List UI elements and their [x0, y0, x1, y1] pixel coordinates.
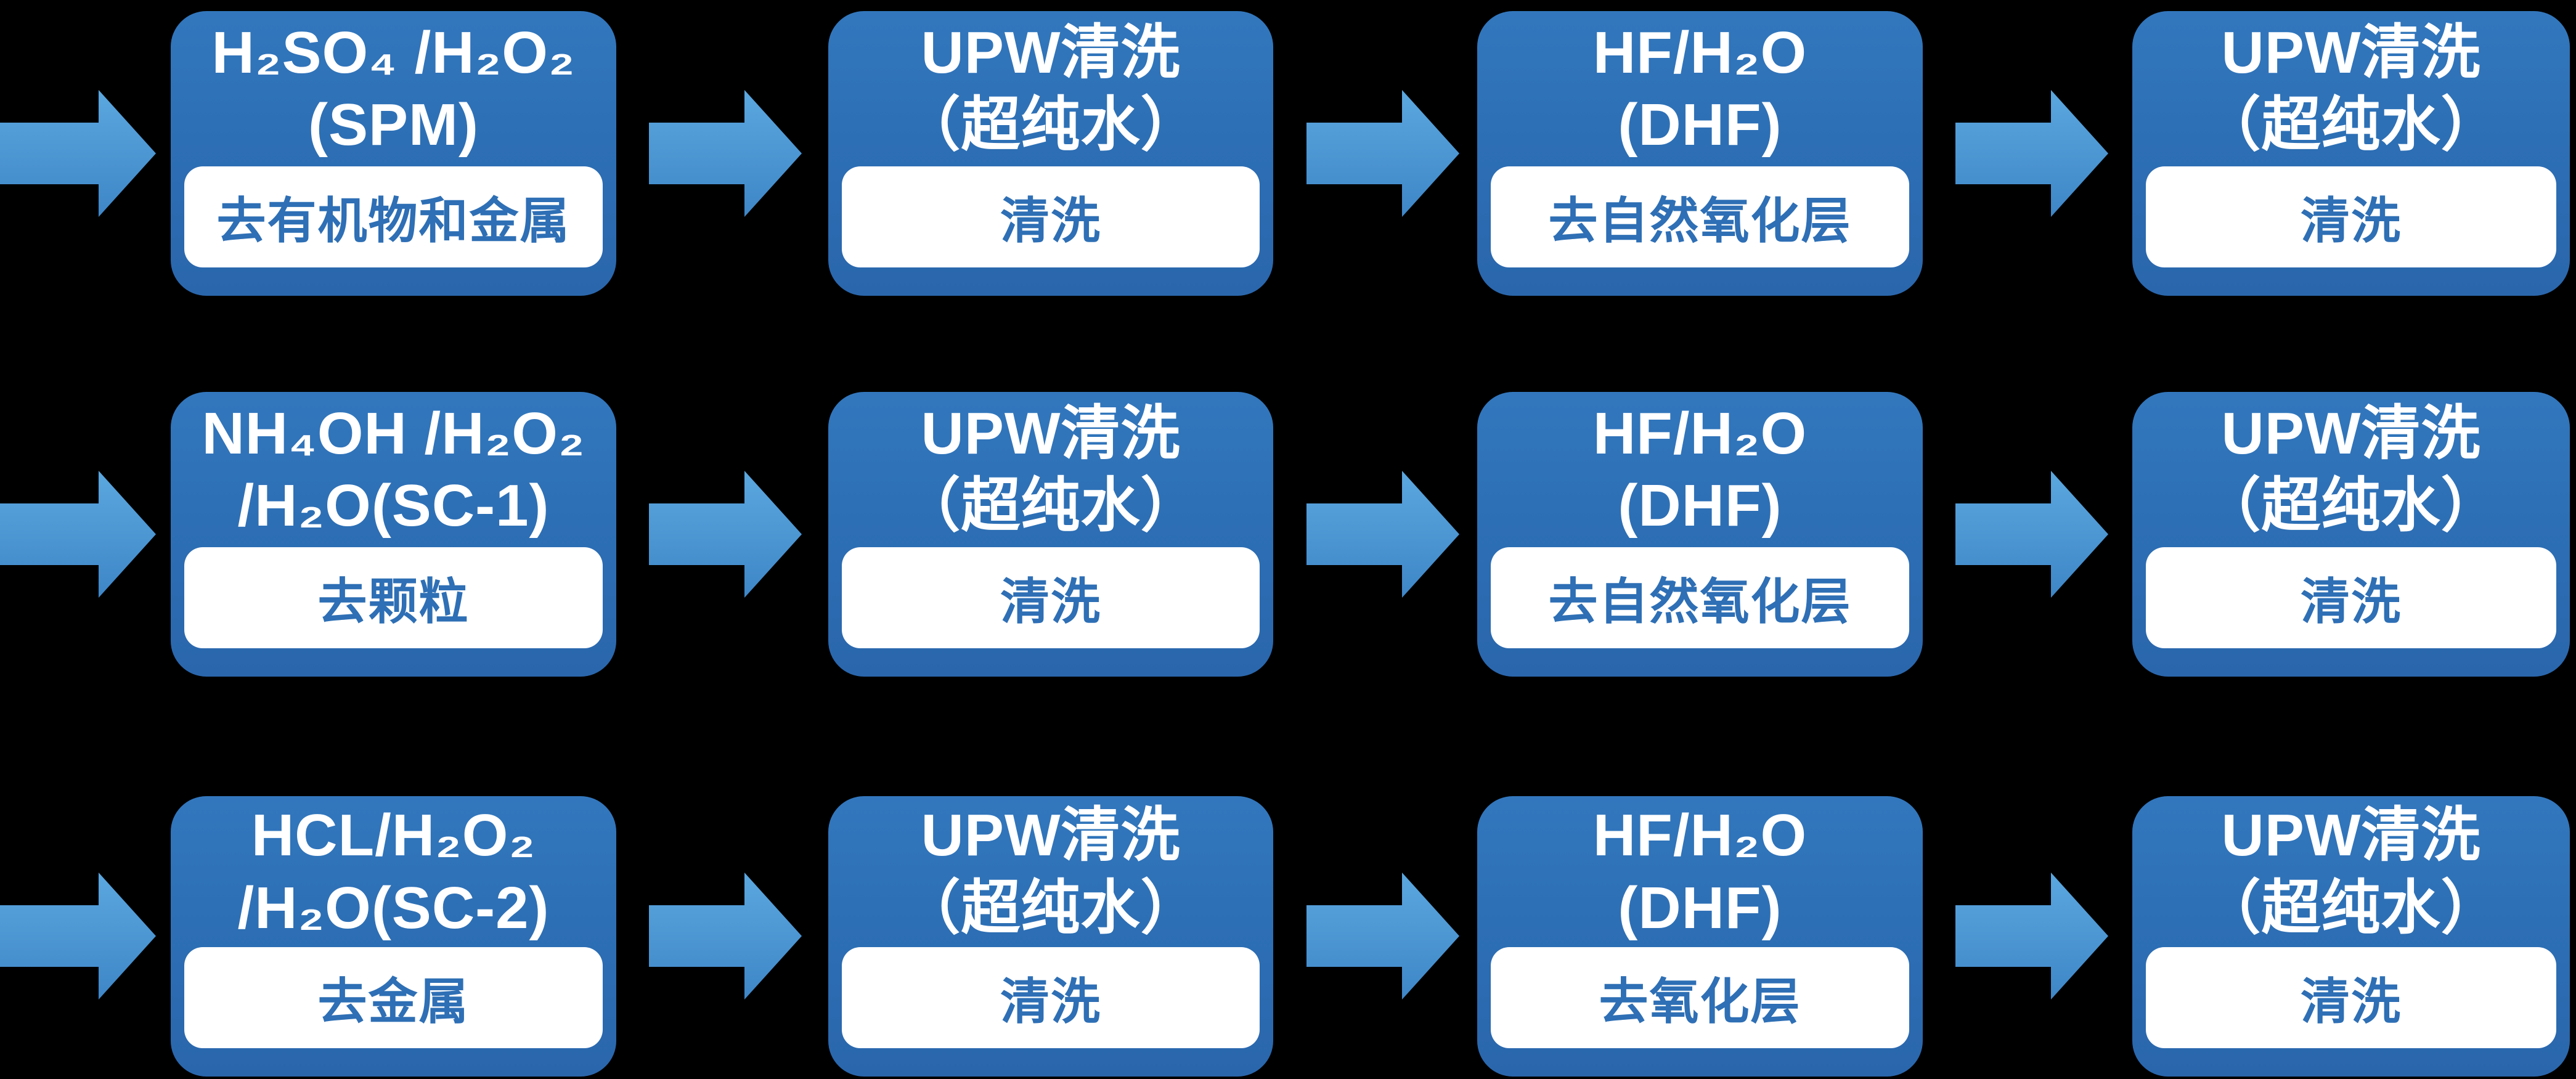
- arrow-right-icon: [649, 471, 802, 598]
- process-title: UPW清洗 （超纯水）: [2201, 802, 2501, 941]
- arrow-right-icon: [1306, 873, 1459, 1000]
- arrow-right-icon: [1955, 873, 2108, 1000]
- process-action-label: 去自然氧化层: [1491, 547, 1909, 648]
- process-title: UPW清洗 （超纯水）: [901, 802, 1200, 941]
- process-title: HF/H₂O (DHF): [1592, 19, 1808, 158]
- process-box-dhf: HF/H₂O (DHF) 去氧化层: [1477, 796, 1923, 1077]
- arrow-right-icon: [0, 873, 156, 1000]
- process-action-label: 去氧化层: [1491, 947, 1909, 1048]
- process-box-dhf: HF/H₂O (DHF) 去自然氧化层: [1477, 11, 1923, 296]
- process-action-label: 清洗: [2146, 947, 2556, 1048]
- process-action-label: 清洗: [842, 166, 1260, 267]
- process-box-upw-rinse: UPW清洗 （超纯水） 清洗: [2132, 392, 2570, 677]
- process-action-label: 清洗: [2146, 547, 2556, 648]
- process-action-label: 清洗: [842, 547, 1260, 648]
- arrow-right-icon: [0, 90, 156, 217]
- process-action-label: 去有机物和金属: [184, 166, 603, 267]
- process-title: HCL/H₂O₂ /H₂O(SC-2): [237, 802, 550, 941]
- process-title: UPW清洗 （超纯水）: [901, 400, 1200, 539]
- arrow-right-icon: [1306, 471, 1459, 598]
- process-title: UPW清洗 （超纯水）: [901, 19, 1200, 158]
- process-box-upw-rinse: UPW清洗 （超纯水） 清洗: [828, 11, 1273, 296]
- process-action-label: 去金属: [184, 947, 603, 1048]
- process-title: NH₄OH /H₂O₂ /H₂O(SC-1): [202, 400, 585, 539]
- process-box-dhf: HF/H₂O (DHF) 去自然氧化层: [1477, 392, 1923, 677]
- process-box-sc1: NH₄OH /H₂O₂ /H₂O(SC-1) 去颗粒: [171, 392, 616, 677]
- arrow-right-icon: [649, 90, 802, 217]
- process-title: HF/H₂O (DHF): [1592, 400, 1808, 539]
- arrow-right-icon: [0, 471, 156, 598]
- process-box-upw-rinse: UPW清洗 （超纯水） 清洗: [828, 392, 1273, 677]
- process-box-spm: H₂SO₄ /H₂O₂ (SPM) 去有机物和金属: [171, 11, 616, 296]
- arrow-right-icon: [1955, 471, 2108, 598]
- process-title: UPW清洗 （超纯水）: [2201, 19, 2501, 158]
- arrow-right-icon: [1955, 90, 2108, 217]
- process-box-upw-rinse: UPW清洗 （超纯水） 清洗: [2132, 796, 2570, 1077]
- process-title: UPW清洗 （超纯水）: [2201, 400, 2501, 539]
- process-action-label: 去自然氧化层: [1491, 166, 1909, 267]
- process-box-upw-rinse: UPW清洗 （超纯水） 清洗: [828, 796, 1273, 1077]
- process-title: HF/H₂O (DHF): [1592, 802, 1808, 941]
- process-box-upw-rinse: UPW清洗 （超纯水） 清洗: [2132, 11, 2570, 296]
- process-box-sc2: HCL/H₂O₂ /H₂O(SC-2) 去金属: [171, 796, 616, 1077]
- process-action-label: 去颗粒: [184, 547, 603, 648]
- process-action-label: 清洗: [2146, 166, 2556, 267]
- arrow-right-icon: [649, 873, 802, 1000]
- arrow-right-icon: [1306, 90, 1459, 217]
- process-action-label: 清洗: [842, 947, 1260, 1048]
- process-title: H₂SO₄ /H₂O₂ (SPM): [211, 19, 576, 158]
